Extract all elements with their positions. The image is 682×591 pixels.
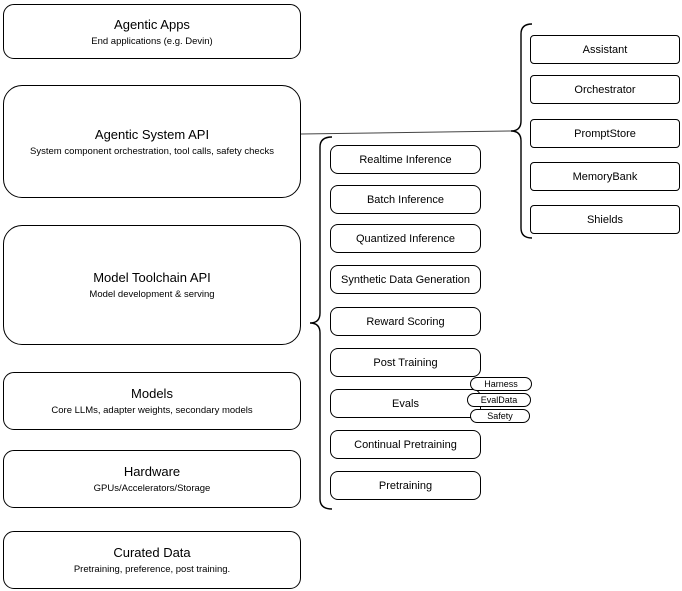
node-title: Agentic System API — [94, 126, 210, 142]
pill-safety: Safety — [470, 409, 530, 423]
node-title: Model Toolchain API — [93, 270, 211, 285]
node-models: Models Core LLMs, adapter weights, secon… — [3, 372, 301, 430]
system-components-brace — [510, 23, 533, 239]
node-assistant: Assistant — [530, 35, 680, 64]
node-subtitle: Core LLMs, adapter weights, secondary mo… — [51, 405, 253, 416]
node-subtitle: System component orchestration, tool cal… — [30, 145, 274, 157]
node-hardware: Hardware GPUs/Accelerators/Storage — [3, 450, 301, 508]
node-pretraining: Pretraining — [330, 471, 481, 500]
node-agentic-system-api: Agentic System API System component orch… — [3, 85, 301, 198]
node-agentic-apps: Agentic Apps End applications (e.g. Devi… — [3, 4, 301, 59]
node-memorybank: MemoryBank — [530, 162, 680, 191]
node-orchestrator: Orchestrator — [530, 75, 680, 104]
node-quantized-inference: Quantized Inference — [330, 224, 481, 253]
node-title: Curated Data — [113, 545, 191, 560]
node-continual-pretraining: Continual Pretraining — [330, 430, 481, 459]
node-realtime-inference: Realtime Inference — [330, 145, 481, 174]
node-reward-scoring: Reward Scoring — [330, 307, 481, 336]
node-title: Models — [131, 386, 173, 401]
toolchain-components-brace — [309, 136, 333, 510]
node-promptstore: PromptStore — [530, 119, 680, 148]
node-shields: Shields — [530, 205, 680, 234]
node-subtitle: GPUs/Accelerators/Storage — [93, 483, 211, 494]
node-title: Agentic Apps — [114, 16, 190, 32]
pill-harness: Harness — [470, 377, 532, 391]
system-connector-line — [300, 130, 512, 135]
node-synthetic-data-generation: Synthetic Data Generation — [330, 265, 481, 294]
node-evals: Evals — [330, 389, 481, 418]
node-subtitle: Model development & serving — [89, 289, 215, 300]
node-subtitle: End applications (e.g. Devin) — [91, 35, 213, 47]
node-post-training: Post Training — [330, 348, 481, 377]
pill-evaldata: EvalData — [467, 393, 531, 407]
node-subtitle: Pretraining, preference, post training. — [73, 564, 231, 575]
node-curated-data: Curated Data Pretraining, preference, po… — [3, 531, 301, 589]
node-title: Hardware — [123, 464, 181, 479]
node-model-toolchain-api: Model Toolchain API Model development & … — [3, 225, 301, 345]
node-batch-inference: Batch Inference — [330, 185, 481, 214]
